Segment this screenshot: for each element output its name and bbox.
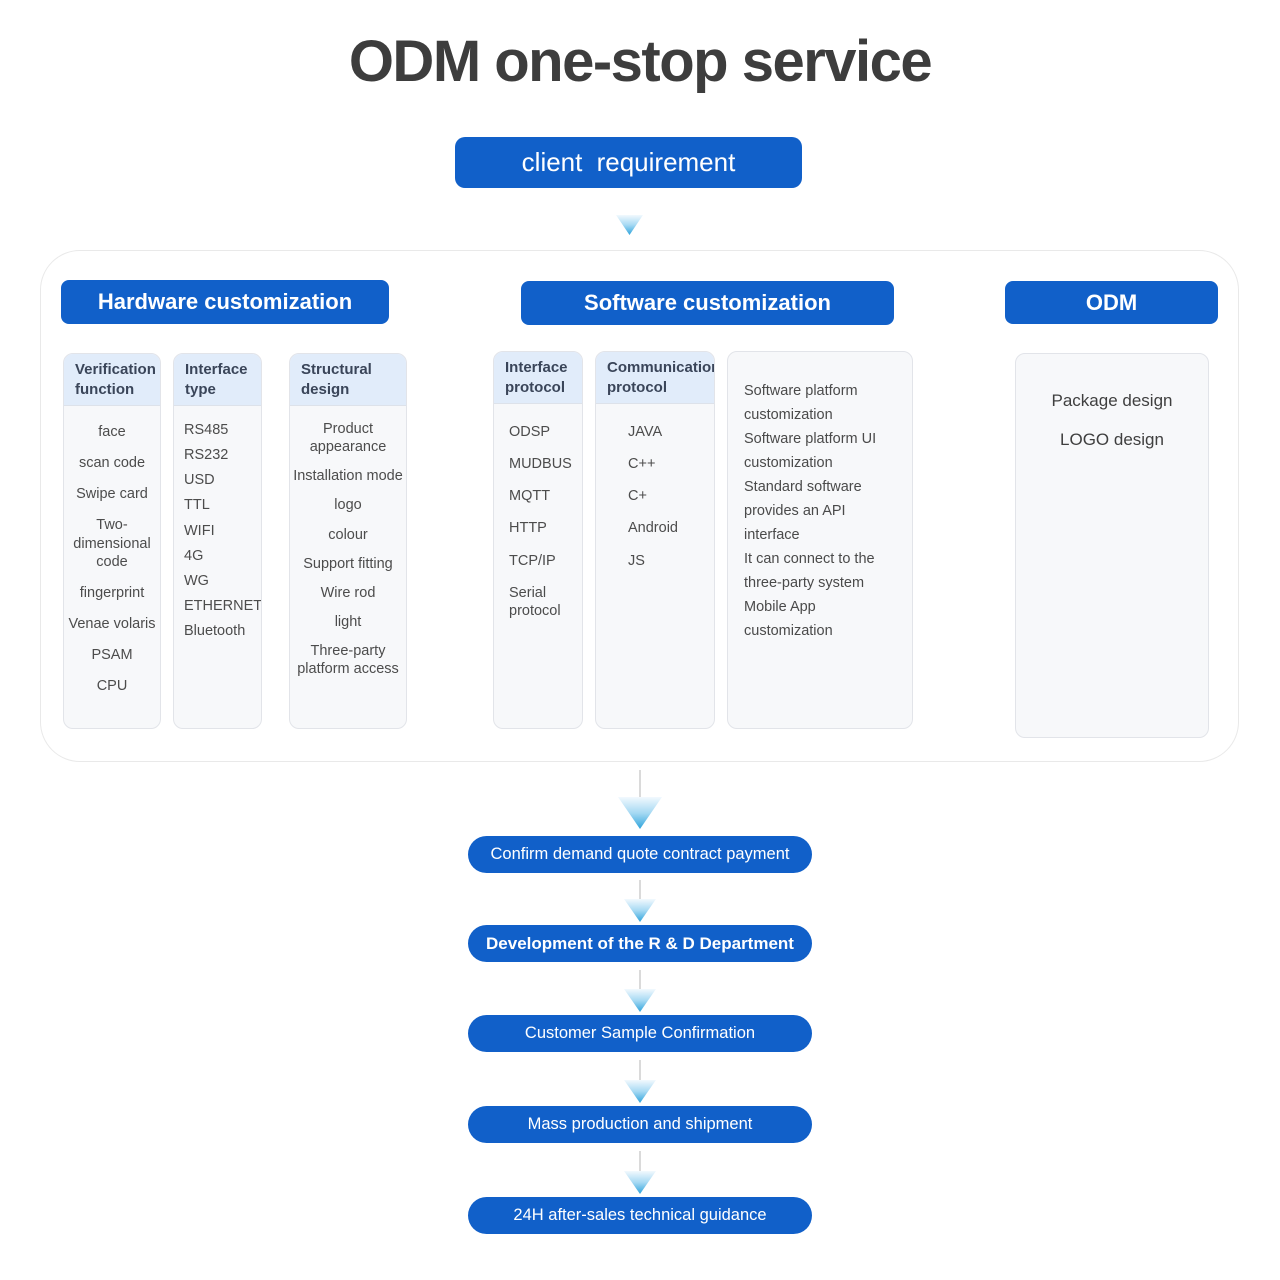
list-item: C++ xyxy=(628,456,656,473)
list-item: CPU xyxy=(96,678,128,695)
list-item: TCP/IP xyxy=(509,552,556,569)
list-item: MQTT xyxy=(509,488,551,505)
list-item: WG xyxy=(184,572,209,589)
down-arrow-icon xyxy=(624,989,656,1012)
column-header: Communication protocol xyxy=(596,352,714,404)
column-item-list: ODSP MUDBUS MQTT HTTP TCP/IP Serial protocol xyxy=(494,404,582,620)
list-item: Package design xyxy=(1051,391,1173,410)
list-item: MUDBUS xyxy=(509,456,572,473)
hardware-customization-header: Hardware customization xyxy=(61,280,389,324)
list-item: face xyxy=(98,424,126,440)
list-item: C+ xyxy=(628,488,647,505)
list-item: LOGO design xyxy=(1060,430,1164,450)
interface-protocol-column: Interface protocol ODSP MUDBUS MQTT HTTP TCP… xyxy=(493,351,583,729)
column-header: Structural design xyxy=(290,354,406,406)
list-item: RS485 xyxy=(184,422,229,438)
down-arrow-icon xyxy=(624,899,656,922)
list-item: Installation mode xyxy=(293,468,403,485)
list-item: Wire rod xyxy=(320,584,376,601)
process-step-after-sales: 24H after-sales technical guidance xyxy=(468,1197,812,1234)
list-item: JAVA xyxy=(628,424,663,440)
list-item: Software platform UI customization xyxy=(744,431,877,471)
arrow-stem xyxy=(639,880,641,900)
page-title: ODM one-stop service xyxy=(348,29,933,94)
column-header: Interface protocol xyxy=(494,352,582,404)
list-item: Two-dimensional code xyxy=(73,517,151,570)
list-item: scan code xyxy=(78,455,146,472)
list-item: colour xyxy=(328,526,368,543)
list-item: Mobile App customization xyxy=(744,599,833,639)
down-arrow-icon xyxy=(616,215,643,235)
arrow-stem xyxy=(639,1060,641,1081)
list-item: PSAM xyxy=(91,647,133,663)
customization-panel: Hardware customization Software customiz… xyxy=(40,250,1239,762)
list-item: Product appearance xyxy=(309,421,387,456)
list-item: Standard software provides an API interf… xyxy=(744,479,862,543)
list-item: TTL xyxy=(184,497,210,514)
arrow-stem xyxy=(639,770,641,798)
process-step-mass-production: Mass production and shipment xyxy=(468,1106,812,1143)
list-item: Bluetooth xyxy=(184,623,246,639)
column-header: Verification function xyxy=(64,354,160,406)
process-step-development: Development of the R & D Department xyxy=(468,925,812,962)
down-arrow-icon xyxy=(624,1080,656,1103)
software-customization-header: Software customization xyxy=(521,281,894,325)
list-item: light xyxy=(334,613,362,630)
list-item: JS xyxy=(628,552,645,569)
list-item: HTTP xyxy=(509,520,547,537)
process-step-sample-confirmation: Customer Sample Confirmation xyxy=(468,1015,812,1052)
list-item: logo xyxy=(334,497,362,514)
odm-header: ODM xyxy=(1005,281,1218,324)
list-item: ODSP xyxy=(509,424,551,440)
list-item: Venae volaris xyxy=(68,615,156,632)
list-item: RS232 xyxy=(184,447,229,464)
list-item: 4G xyxy=(184,547,204,564)
down-arrow-icon xyxy=(618,797,662,829)
list-item: fingerprint xyxy=(79,584,145,601)
list-item: USD xyxy=(184,472,215,489)
list-item: Support fitting xyxy=(303,555,393,572)
column-header: Interface type xyxy=(174,354,261,406)
arrow-stem xyxy=(639,970,641,990)
client-requirement-node: client requirement xyxy=(455,137,802,188)
list-item: Serial protocol xyxy=(509,584,561,619)
arrow-stem xyxy=(639,1151,641,1172)
down-arrow-icon xyxy=(624,1171,656,1194)
list-item: Three-party platform access xyxy=(297,643,399,678)
list-item: WIFI xyxy=(184,522,215,539)
list-item: Software platform customization xyxy=(744,383,858,423)
list-item: Swipe card xyxy=(76,486,148,503)
list-item: ETHERNET xyxy=(184,597,262,614)
process-step-confirm-demand: Confirm demand quote contract payment xyxy=(468,836,812,873)
list-item: Android xyxy=(628,520,678,537)
list-item: It can connect to the three-party system xyxy=(744,551,875,591)
